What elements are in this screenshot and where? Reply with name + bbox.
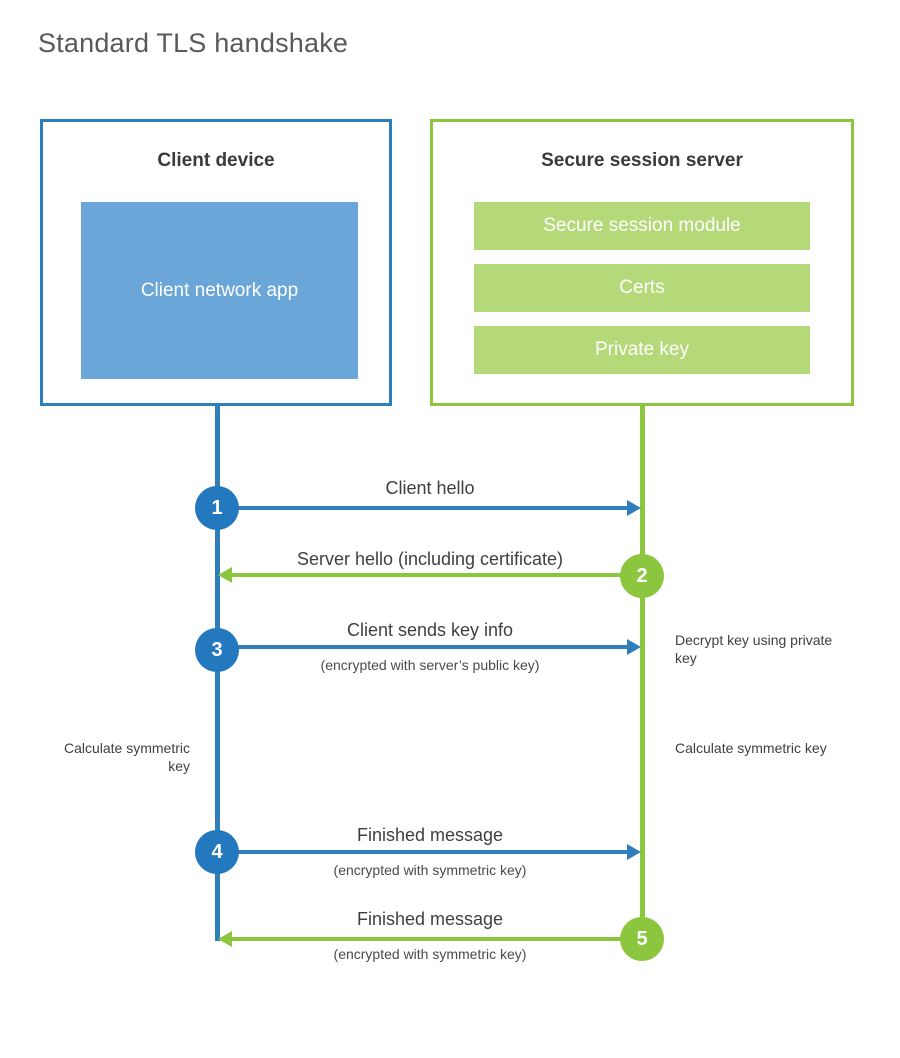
step-3-arrow	[218, 639, 641, 655]
client-device-box: Client device Client network app	[40, 119, 392, 406]
client-network-app-block: Client network app	[81, 202, 358, 379]
module-private-key: Private key	[474, 326, 810, 374]
module-certs: Certs	[474, 264, 810, 312]
step-4-label: Finished message	[356, 825, 504, 845]
note-server-calculate-symmetric-key: Calculate symmetric key	[675, 740, 827, 756]
step-4-arrow	[218, 844, 641, 860]
step-1-marker: 1	[195, 486, 239, 530]
step-4-sublabel: (encrypted with symmetric key)	[333, 862, 527, 878]
step-2-marker: 2	[620, 554, 664, 598]
server-lifeline	[640, 403, 645, 941]
client-device-title: Client device	[157, 150, 275, 171]
step-5-arrow	[218, 931, 628, 947]
server-modules-list: Secure session module Certs Private key	[474, 202, 810, 374]
step-2-label: Server hello (including certificate)	[296, 549, 564, 569]
step-3-marker: 3	[195, 628, 239, 672]
step-1-label: Client hello	[385, 478, 475, 498]
step-3-sublabel: (encrypted with server’s public key)	[320, 657, 540, 673]
note-decrypt-key: Decrypt key using private key	[675, 632, 833, 666]
step-2-arrow	[218, 567, 628, 583]
step-1-arrow	[218, 500, 641, 516]
step-3-label: Client sends key info	[346, 620, 514, 640]
secure-session-server-title: Secure session server	[541, 150, 743, 171]
step-5-label: Finished message	[356, 909, 504, 929]
step-4-marker: 4	[195, 830, 239, 874]
step-5-sublabel: (encrypted with symmetric key)	[333, 946, 527, 962]
page-title: Standard TLS handshake	[38, 28, 349, 58]
client-lifeline	[215, 403, 220, 941]
module-secure-session-module: Secure session module	[474, 202, 810, 250]
step-5-marker: 5	[620, 917, 664, 961]
secure-session-server-box: Secure session server Secure session mod…	[430, 119, 854, 406]
note-client-calculate-symmetric-key: Calculate symmetric key	[63, 740, 190, 774]
